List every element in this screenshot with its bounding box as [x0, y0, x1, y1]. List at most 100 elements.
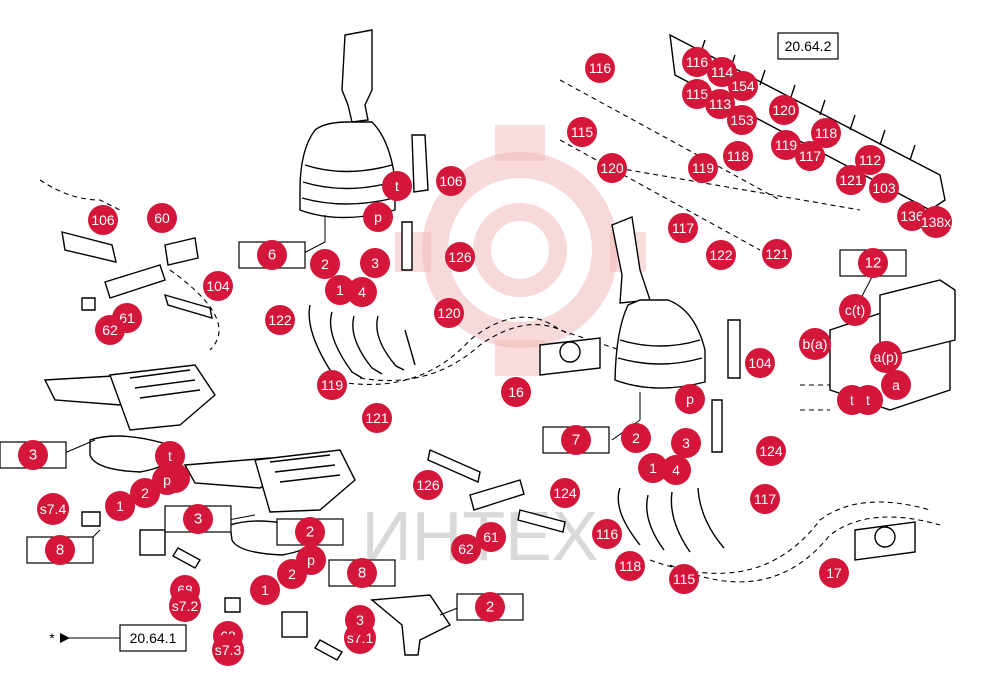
callout-36: 122	[265, 305, 295, 335]
callout-label: 154	[731, 78, 755, 94]
callout-bubble	[152, 465, 182, 495]
callout-label: 119	[775, 137, 798, 153]
callout-bubble	[147, 203, 177, 233]
svg-text:20.64.2: 20.64.2	[785, 38, 832, 54]
callout-bubble	[811, 118, 841, 148]
callout-bubble	[661, 455, 691, 485]
callout-14: 118	[811, 118, 841, 148]
callout-label: a(p)	[874, 349, 899, 365]
callout-bubble	[668, 213, 698, 243]
callout-label: 4	[672, 462, 680, 478]
callout-bubble	[638, 453, 668, 483]
callout-label: 122	[268, 312, 292, 328]
callout-label: 136	[900, 208, 924, 224]
callout-bubble	[671, 428, 701, 458]
callout-bubble	[413, 470, 443, 500]
manifold-rack	[559, 33, 946, 251]
callout-bubble	[296, 545, 326, 575]
callout-70: s7.2	[169, 590, 201, 622]
callout-label: 126	[448, 249, 472, 265]
callout-53: 4	[661, 455, 691, 485]
callout-label: a	[892, 377, 900, 393]
callout-bubble	[762, 239, 792, 269]
callout-bubble	[669, 564, 699, 594]
callout-label: 1	[649, 460, 657, 476]
right-joystick	[611, 216, 706, 420]
label-box-text: 8	[56, 542, 64, 559]
callout-bubble	[675, 384, 705, 414]
callout-label: 1	[116, 498, 124, 514]
callout-75: s7.3	[212, 634, 244, 666]
callout-bubble	[795, 141, 825, 171]
callout-label: 121	[839, 172, 863, 188]
callout-30: p	[363, 202, 393, 232]
callout-label: s7.3	[215, 642, 242, 658]
switches	[81, 511, 343, 661]
callout-37: 120	[434, 298, 464, 328]
label-box-1: 7	[542, 425, 610, 455]
callout-bubble	[95, 315, 125, 345]
right-hoses	[617, 487, 941, 583]
callout-label: 3	[682, 435, 690, 451]
callout-31: 126	[445, 242, 475, 272]
callout-label: 1	[336, 282, 344, 298]
callout-23: 106	[436, 166, 466, 196]
label-box-bubble	[18, 440, 48, 470]
callout-label: 115	[673, 571, 696, 587]
callout-bubble	[706, 240, 736, 270]
left-pedal-2	[183, 449, 356, 556]
label-box-text: 12	[865, 255, 882, 272]
callout-32: 2	[310, 249, 340, 279]
callout-label: 118	[815, 125, 838, 141]
callout-16: 121	[836, 165, 866, 195]
callout-49: 124	[756, 436, 786, 466]
callout-bubble	[363, 202, 393, 232]
callout-bubble	[501, 377, 531, 407]
callout-8: 115	[567, 117, 597, 147]
callout-label: 153	[730, 112, 754, 128]
callout-label: 114	[711, 64, 734, 80]
callout-41: c(t)	[839, 294, 871, 326]
callout-46: t	[853, 385, 883, 415]
label-box-text: 7	[572, 432, 580, 449]
callout-bubble	[897, 201, 927, 231]
callout-bubble	[345, 605, 375, 635]
callout-4: 115	[682, 79, 712, 109]
callout-label: s7.2	[172, 598, 199, 614]
callout-bubble	[105, 491, 135, 521]
callout-bubble	[347, 277, 377, 307]
callout-label: 120	[437, 305, 461, 321]
callout-73: p	[296, 545, 326, 575]
callout-bubble	[615, 551, 645, 581]
callout-66: 1	[105, 491, 135, 521]
label-box-text: 6	[268, 247, 276, 264]
callout-47: 104	[745, 348, 775, 378]
callout-bubble	[382, 171, 412, 201]
callout-77: 3	[345, 605, 375, 635]
callout-label: 16	[508, 384, 524, 400]
callout-bubble	[250, 575, 280, 605]
callout-12: 117	[795, 141, 825, 171]
callout-label: 122	[709, 247, 733, 263]
callout-13: 119	[771, 130, 801, 160]
callout-label: 1	[261, 582, 269, 598]
callout-bubble	[445, 242, 475, 272]
callout-label: s7.4	[40, 501, 67, 517]
callout-label: 61	[119, 310, 135, 326]
callout-bubble	[839, 294, 871, 326]
callout-bubble	[203, 271, 233, 301]
callout-label: 116	[596, 526, 619, 542]
callout-17: 103	[869, 173, 899, 203]
callout-label: p	[686, 391, 694, 407]
callout-18: 136	[897, 201, 927, 231]
callout-bubble	[592, 519, 622, 549]
callout-label: 115	[686, 86, 709, 102]
callout-bubble	[745, 348, 775, 378]
label-box-text: 8	[358, 565, 366, 582]
callout-28: 62	[95, 315, 125, 345]
label-box-6: 2	[456, 592, 524, 622]
callout-68: p	[152, 465, 182, 495]
callout-label: p	[307, 552, 315, 568]
callout-44: a	[881, 370, 911, 400]
